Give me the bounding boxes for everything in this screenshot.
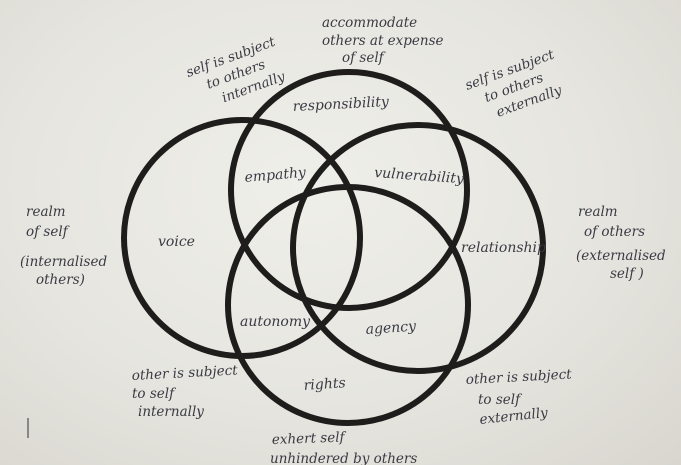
annotation-left-line: realm — [26, 204, 66, 220]
annotation-right-line: of others — [584, 224, 645, 240]
annotation-right-line: realm — [578, 204, 618, 220]
annotation-top-line: accommodate — [322, 15, 417, 31]
label-voice: voice — [158, 234, 195, 250]
annotation-bottom-line: unhindered by others — [270, 451, 417, 465]
annotation-bottom-right: other is subject to self externally — [465, 366, 572, 428]
annotation-bottom-line: exhert self — [272, 429, 347, 448]
label-agency: agency — [365, 318, 417, 338]
label-relationship: relationship — [461, 240, 546, 256]
annotation-bottom-right-line: externally — [479, 405, 549, 428]
label-empathy: empathy — [244, 165, 308, 186]
annotation-bottom-left-line: to self — [132, 386, 176, 402]
circle-others — [290, 122, 546, 374]
annotation-left: realm of self (internalised others) — [20, 204, 107, 288]
annotation-top-line: of self — [342, 50, 386, 66]
circle-responsibility — [228, 69, 470, 311]
annotation-top-right: self is subject to others externally — [463, 47, 564, 121]
annotation-bottom-right-line: other is subject — [465, 366, 572, 388]
annotation-bottom-right-line: to self — [478, 392, 522, 408]
annotation-right-line: (externalised — [576, 248, 666, 264]
label-rights: rights — [303, 375, 346, 394]
label-vulnerability: vulnerability — [374, 165, 466, 187]
annotation-top-line: others at expense — [322, 33, 444, 49]
circle-rights — [225, 184, 471, 426]
annotation-right: realm of others (externalised self ) — [576, 204, 666, 282]
annotation-left-line: others) — [36, 272, 85, 288]
annotation-bottom-left-line: internally — [138, 404, 204, 420]
annotation-bottom: exhert self unhindered by others — [270, 429, 417, 465]
label-responsibility: responsibility — [292, 94, 390, 115]
annotation-bottom-left: other is subject to self internally — [131, 362, 238, 420]
annotation-top: accommodate others at expense of self — [322, 15, 444, 66]
annotation-left-line: (internalised — [20, 254, 107, 270]
label-autonomy: autonomy — [240, 314, 311, 330]
annotation-bottom-left-line: other is subject — [131, 362, 238, 384]
annotation-right-line: self ) — [610, 266, 644, 282]
annotation-left-line: of self — [26, 224, 70, 240]
